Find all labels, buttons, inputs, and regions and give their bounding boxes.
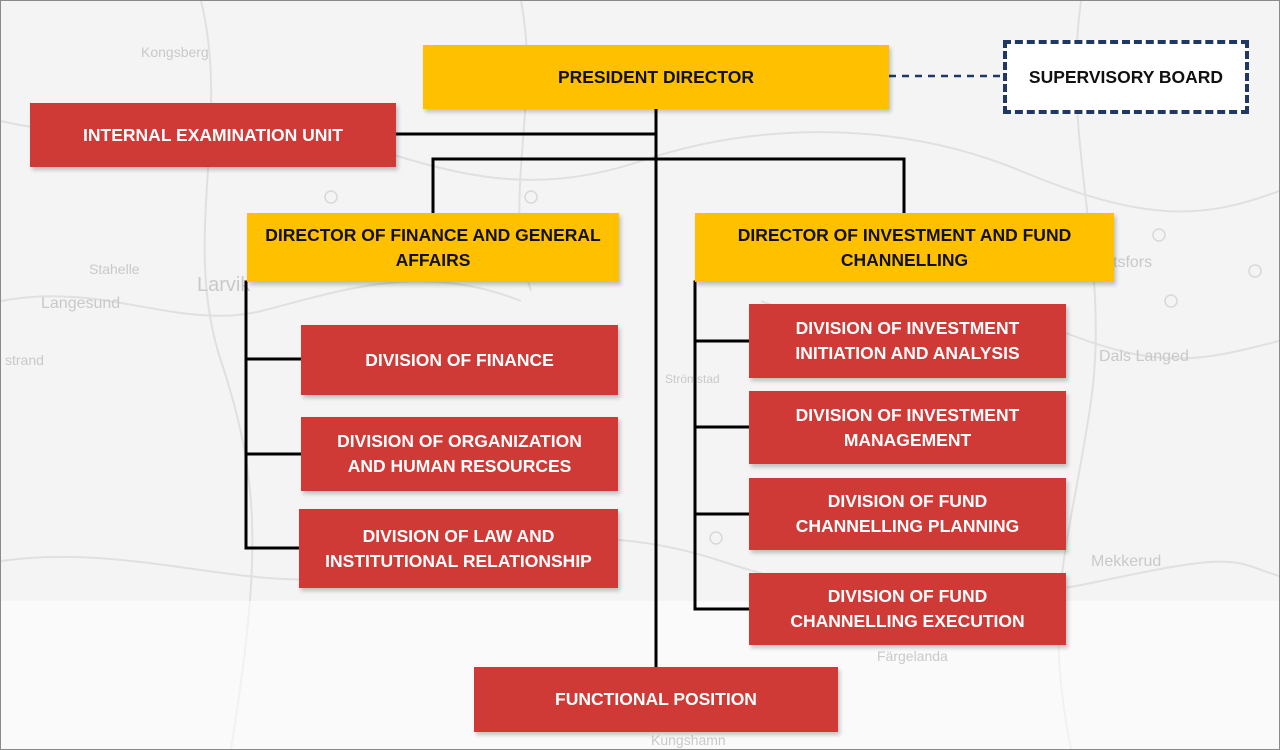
division-label: DIVISION OF ORGANIZATION AND HUMAN RESOU… (337, 431, 582, 476)
supervisory-board-label: SUPERVISORY BOARD (1028, 66, 1224, 87)
functional-position-box: FUNCTIONAL POSITION (474, 667, 838, 732)
map-label: Dals Langed (1099, 348, 1189, 365)
division-label: DIVISION OF FUND CHANNELLING PLANNING (795, 491, 1020, 536)
internal-examination-label: INTERNAL EXAMINATION UNIT (83, 124, 343, 145)
division-label: DIVISION OF INVESTMENT INITIATION AND AN… (795, 318, 1020, 363)
director-branch-line (431, 157, 906, 215)
division-law-box: DIVISION OF LAW AND INSTITUTIONAL RELATI… (299, 509, 618, 588)
map-label: Mekkerud (1091, 553, 1161, 570)
division-investment-initiation-box: DIVISION OF INVESTMENT INITIATION AND AN… (749, 304, 1066, 378)
president-director-box: PRESIDENT DIRECTOR (423, 45, 889, 109)
division-fund-execution-box: DIVISION OF FUND CHANNELLING EXECUTION (749, 573, 1066, 645)
division-label: DIVISION OF LAW AND INSTITUTIONAL RELATI… (325, 525, 592, 571)
director-finance-label: DIRECTOR OF FINANCE AND GENERAL AFFAIRS (265, 224, 601, 270)
division-organization-box: DIVISION OF ORGANIZATION AND HUMAN RESOU… (301, 417, 618, 491)
map-label: Larvik (197, 274, 251, 296)
map-label: Stahelle (89, 261, 140, 277)
map-label: Strömstad (665, 372, 720, 386)
president-director-label: PRESIDENT DIRECTOR (557, 66, 755, 87)
map-label: tsfors (1113, 254, 1152, 271)
internal-examination-box: INTERNAL EXAMINATION UNIT (30, 103, 396, 167)
functional-position-label: FUNCTIONAL POSITION (555, 689, 757, 709)
division-investment-management-box: DIVISION OF INVESTMENT MANAGEMENT (749, 391, 1066, 464)
director-finance-box: DIRECTOR OF FINANCE AND GENERAL AFFAIRS (247, 213, 619, 282)
director-investment-box: DIRECTOR OF INVESTMENT AND FUND CHANNELL… (695, 213, 1114, 282)
map-label: Langesund (41, 295, 120, 312)
division-label: DIVISION OF FUND CHANNELLING EXECUTION (790, 586, 1025, 631)
director-investment-label: DIRECTOR OF INVESTMENT AND FUND CHANNELL… (737, 224, 1072, 270)
map-label: Färgelanda (877, 648, 948, 664)
division-finance-box: DIVISION OF FINANCE (301, 325, 618, 395)
division-label: DIVISION OF FINANCE (365, 349, 554, 370)
map-label: strand (5, 352, 44, 368)
division-fund-planning-box: DIVISION OF FUND CHANNELLING PLANNING (749, 478, 1066, 550)
map-label: Kungshamn (651, 732, 726, 748)
supervisory-board-box: SUPERVISORY BOARD (1003, 40, 1249, 114)
map-label: Kongsberg (141, 44, 209, 60)
division-label: DIVISION OF INVESTMENT MANAGEMENT (795, 404, 1020, 450)
